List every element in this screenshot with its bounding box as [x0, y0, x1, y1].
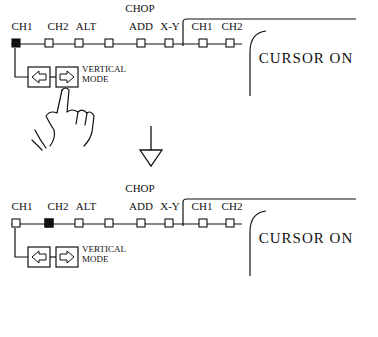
- mode-label: CH2: [48, 201, 69, 212]
- cursor-channel-label: CH2: [222, 201, 243, 212]
- mode-label: X-Y: [160, 21, 180, 32]
- mode-label: ADD: [129, 21, 153, 32]
- mode-group-label: CHOP: [125, 3, 154, 14]
- mode-label: CH1: [12, 201, 33, 212]
- mode-label: ALT: [76, 21, 96, 32]
- cursor-channel-label: CH2: [222, 21, 243, 32]
- button-group-label: VERTICAL MODE: [82, 64, 142, 85]
- mode-label: CH1: [12, 21, 33, 32]
- mode-label: ALT: [76, 201, 96, 212]
- button-group-label: VERTICAL MODE: [82, 244, 142, 265]
- cursor-status-label: CURSOR ON: [256, 226, 356, 252]
- mode-label: X-Y: [160, 201, 180, 212]
- cursor-channel-label: CH1: [192, 201, 213, 212]
- transition-arrow: [140, 126, 162, 166]
- cursor-status-label: CURSOR ON: [256, 46, 356, 72]
- cursor-channel-label: CH1: [192, 21, 213, 32]
- mode-group-label: CHOP: [125, 183, 154, 194]
- mode-label: CH2: [48, 21, 69, 32]
- mode-label: ADD: [129, 201, 153, 212]
- pointing-hand: [32, 88, 94, 150]
